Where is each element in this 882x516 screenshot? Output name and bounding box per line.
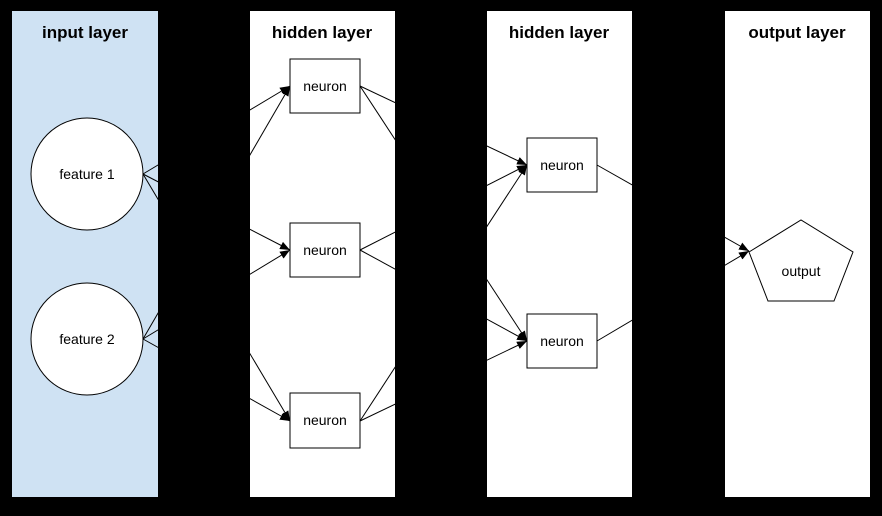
neuron1-label: neuron — [303, 78, 347, 94]
output-layer-title: output layer — [748, 23, 846, 42]
neuron5-label: neuron — [540, 333, 584, 349]
neuron5-node — [526, 313, 598, 369]
feature2-label: feature 2 — [59, 331, 114, 347]
output-node — [748, 219, 854, 302]
feature1-label: feature 1 — [59, 166, 114, 182]
neuron2-label: neuron — [303, 242, 347, 258]
output-label: output — [782, 263, 821, 279]
feature1-node — [30, 117, 144, 231]
neuron3-node — [289, 392, 361, 449]
hidden-layer-1-title: hidden layer — [272, 23, 373, 42]
input-layer-panel — [12, 11, 158, 497]
neuron4-label: neuron — [540, 157, 584, 173]
hidden-layer-2-panel — [487, 11, 632, 497]
input-layer-title: input layer — [42, 23, 128, 42]
feature2-node — [30, 282, 144, 396]
hidden-layer-2-title: hidden layer — [509, 23, 610, 42]
neuron1-node — [289, 58, 361, 114]
neuron3-label: neuron — [303, 412, 347, 428]
neuron2-node — [289, 222, 361, 278]
neuron4-node — [526, 137, 598, 193]
